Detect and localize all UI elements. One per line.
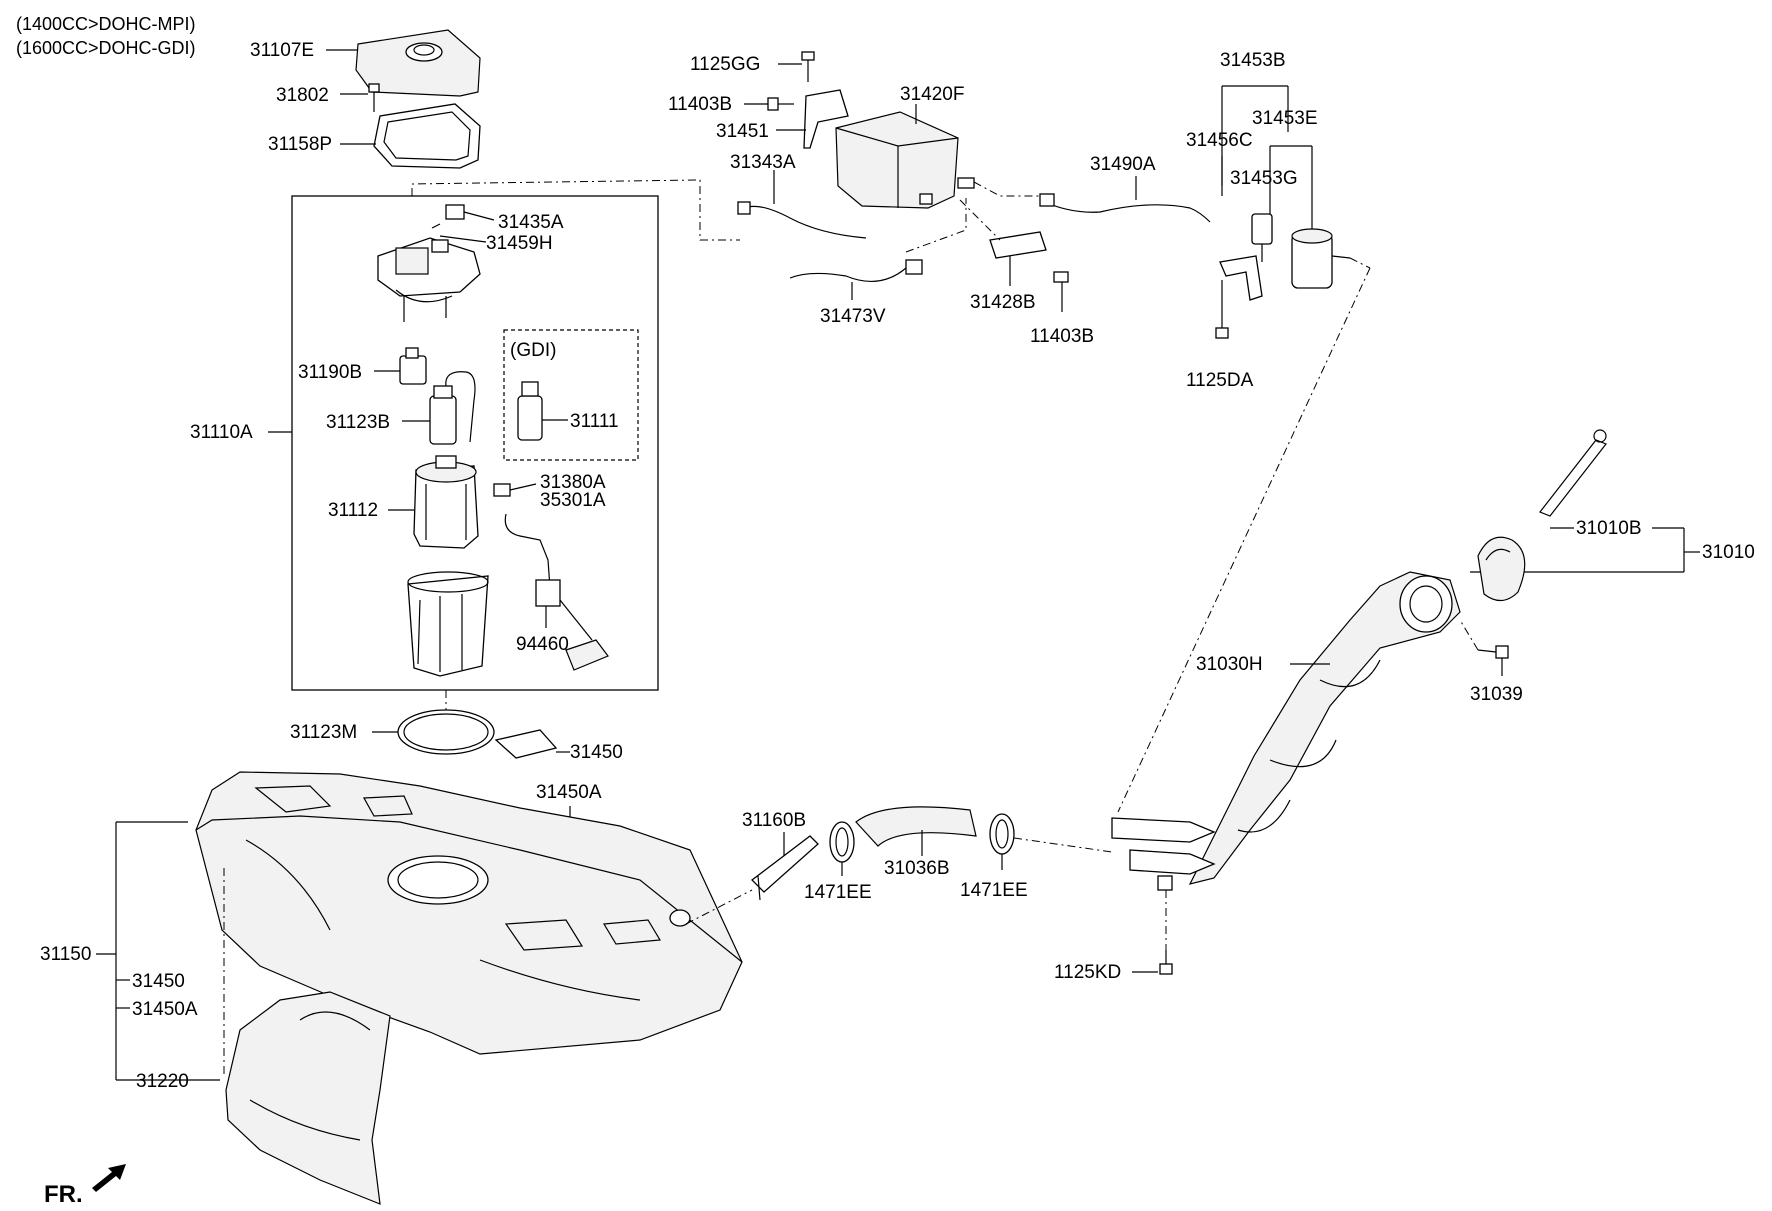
label-31420F: 31420F (900, 84, 964, 105)
label-31453G: 31453G (1230, 168, 1298, 189)
label-31036B: 31036B (884, 858, 950, 879)
part-31473V-hose (789, 267, 907, 282)
part-1125KD-bolt (1159, 890, 1173, 975)
label-1471EE-a: 1471EE (804, 882, 872, 903)
label-94460: 94460 (516, 634, 569, 655)
part-31150-fuel-tank (195, 771, 743, 1055)
part-1471EE-clamp-a (829, 821, 855, 863)
front-indicator: FR. (44, 1181, 83, 1208)
label-31453B: 31453B (1220, 50, 1286, 71)
engine-variant-mpi: (1400CC>DOHC-MPI) (16, 14, 196, 34)
part-31111-pump-gdi (517, 381, 543, 441)
part-11403B-bolt-top (767, 97, 794, 111)
part-1125GG-bolt (801, 51, 815, 82)
label-31123B: 31123B (326, 412, 390, 433)
part-31435A-connector (445, 204, 495, 221)
label-1471EE-b: 1471EE (960, 880, 1028, 901)
part-31123M-ring (397, 709, 495, 755)
label-31450A-top: 31450A (536, 782, 602, 803)
label-31459H: 31459H (486, 233, 553, 254)
label-31030H: 31030H (1196, 654, 1263, 675)
label-31010B: 31010B (1576, 518, 1642, 539)
part-11403B-bolt-bot (1053, 271, 1069, 312)
part-31010B-tether (1539, 429, 1607, 517)
part-31428B-bracket (989, 231, 1047, 259)
part-1125DA-bolt (1215, 280, 1229, 339)
front-arrow-icon (92, 1164, 126, 1192)
label-31343A: 31343A (730, 152, 796, 173)
label-1125KD: 1125KD (1054, 962, 1121, 983)
label-31380A: 31380A (540, 472, 606, 493)
part-31451-bracket (803, 89, 849, 149)
label-31039: 31039 (1470, 684, 1523, 705)
fuel-pump-module-box (291, 195, 659, 691)
label-31010: 31010 (1702, 542, 1755, 563)
label-31123M: 31123M (290, 722, 357, 743)
label-31450-top: 31450 (570, 742, 623, 763)
part-31107E-cover (355, 29, 481, 97)
label-31150: 31150 (40, 944, 91, 965)
label-11403B-bot: 11403B (1030, 326, 1094, 347)
label-31450-bot: 31450 (132, 971, 185, 992)
label-31110A: 31110A (190, 422, 253, 443)
label-31107E: 31107E (250, 40, 314, 61)
label-35301A: 35301A (540, 490, 606, 511)
label-31428B: 31428B (970, 292, 1036, 313)
part-pump-basket (407, 571, 489, 677)
label-31220: 31220 (136, 1071, 189, 1092)
label-1125DA: 1125DA (1186, 370, 1254, 391)
part-31343A-hose (743, 205, 867, 239)
part-31802-bolt (368, 83, 380, 112)
label-31451: 31451 (716, 121, 769, 142)
gdi-option-box (503, 329, 639, 461)
engine-variant-gdi: (1600CC>DOHC-GDI) (16, 38, 196, 58)
label-31453E: 31453E (1252, 108, 1318, 129)
part-1471EE-clamp-b (989, 813, 1015, 855)
part-31453G-valve (1219, 213, 1273, 301)
label-11403B-top: 11403B (668, 94, 732, 115)
label-31158P: 31158P (268, 134, 332, 155)
part-31450-plate (494, 729, 558, 759)
part-31036B-hose (855, 806, 977, 847)
gdi-box-label: (GDI) (510, 340, 556, 361)
label-31456C: 31456C (1186, 130, 1253, 151)
label-31490A: 31490A (1090, 154, 1156, 175)
part-31160B-pipe (751, 835, 819, 901)
part-31123B-pump (429, 371, 476, 445)
part-31453E-filter (1291, 228, 1351, 289)
part-31420F-canister (835, 111, 975, 209)
label-31111: 31111 (570, 411, 619, 432)
part-31039-screw (1477, 645, 1509, 659)
part-31112-reservoir (413, 455, 479, 549)
label-31190B: 31190B (298, 362, 362, 383)
part-31158P-gasket (373, 103, 481, 169)
part-31490A-hose (1039, 199, 1211, 223)
part-94460-fuel-sender (504, 513, 609, 671)
part-filler-pipes (1111, 817, 1216, 891)
part-31459H-clip (431, 223, 487, 243)
part-31190B-filter (399, 347, 427, 385)
part-31220-heat-shield (225, 991, 391, 1205)
label-31450A-bot: 31450A (132, 999, 198, 1020)
label-31160B: 31160B (742, 810, 806, 831)
label-31802: 31802 (276, 85, 329, 106)
part-31380A-sensor (493, 483, 537, 497)
label-31435A: 31435A (498, 212, 564, 233)
label-31473V: 31473V (820, 306, 886, 327)
part-pump-flange (377, 237, 481, 322)
label-1125GG: 1125GG (690, 54, 760, 75)
part-31010-fuel-cap (1477, 536, 1526, 602)
part-31030H-filler-neck (1188, 571, 1461, 885)
label-31112: 31112 (328, 500, 378, 521)
